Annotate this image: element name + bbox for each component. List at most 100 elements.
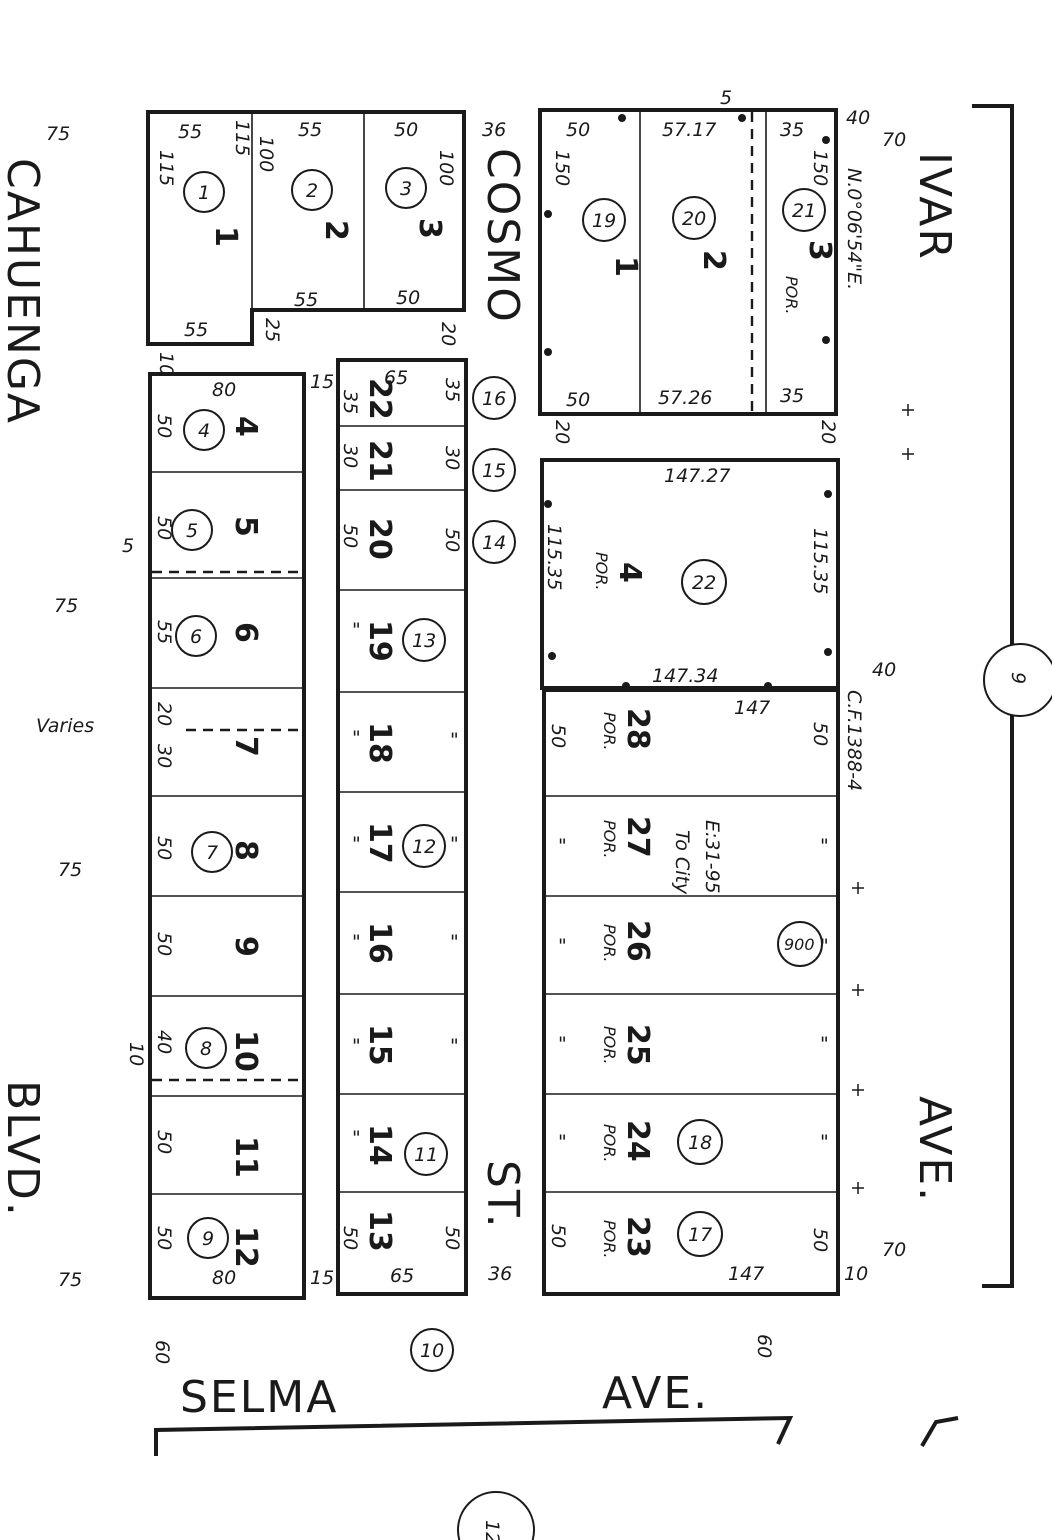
dim-label: 50 xyxy=(441,1226,463,1250)
parcel-12-circle xyxy=(402,824,446,868)
parcel-21-circle xyxy=(782,188,826,232)
lot-number: 2 xyxy=(318,220,353,241)
lot-number: 14 xyxy=(362,1124,397,1166)
dim-label: 50 xyxy=(396,287,420,309)
parcel-number: 11 xyxy=(414,1144,438,1166)
lot-number: 13 xyxy=(362,1210,397,1252)
dim-label: 57.17 xyxy=(662,119,716,141)
lot-number: 26 xyxy=(620,920,655,962)
dim-label: 55 xyxy=(153,620,175,644)
dim-label: 50 xyxy=(339,524,361,548)
map-ref-9: 9 xyxy=(1007,672,1029,684)
lot-number: 23 xyxy=(620,1216,655,1258)
width-cahuenga-top: 75 xyxy=(46,123,70,145)
parcel-number: 21 xyxy=(792,200,816,222)
ditto-mark: " xyxy=(558,1033,567,1055)
parcel-number: 8 xyxy=(200,1038,212,1060)
dim-label: 55 xyxy=(298,119,322,141)
dim-label: 50 xyxy=(153,1226,175,1250)
dim-label: 55 xyxy=(184,319,208,341)
parcel-17-circle xyxy=(677,1211,723,1257)
width-cahuenga-bottom: 75 xyxy=(58,1269,82,1291)
lot-number: 4 xyxy=(612,562,647,583)
dim-label: 57.26 xyxy=(658,387,712,409)
lot-number: 6 xyxy=(228,622,263,643)
dim-label: 25 xyxy=(261,318,283,342)
dim-label: 150 xyxy=(809,150,831,186)
parcel-3-circle xyxy=(385,167,427,209)
width-ivar-40-mid: 40 xyxy=(872,659,896,681)
ditto-mark: " xyxy=(352,727,361,749)
lot-number: 20 xyxy=(362,518,397,560)
dim-label: 20 xyxy=(437,322,459,346)
dim-label: 50 xyxy=(547,724,569,748)
street-ivar: IVAR xyxy=(909,152,960,261)
dim-label: 50 xyxy=(566,389,590,411)
dim-label: 115.35 xyxy=(543,524,565,590)
lot-number: 22 xyxy=(362,378,397,420)
bearing: N.0°06'54"E. xyxy=(843,168,865,290)
parcel-number: 10 xyxy=(420,1340,444,1362)
dim-label: 100 xyxy=(435,150,457,186)
dim-label: 10 xyxy=(125,1042,147,1066)
dim-label: 115.35 xyxy=(809,528,831,594)
lot-number: 28 xyxy=(620,708,655,750)
dim-label: 30 xyxy=(441,446,463,470)
parcel-9-circle xyxy=(187,1217,229,1259)
block-c: 16 15 14 13 12 11 10 22 21 20 19 18 17 1… xyxy=(336,358,516,1372)
dim-label: 20 xyxy=(817,420,839,444)
parcel-number: 1 xyxy=(198,182,210,204)
block-nw: 1 2 3 1 2 3 55 55 50 115 115 100 100 55 … xyxy=(146,110,466,376)
ditto-mark: " xyxy=(352,931,361,953)
por-label: POR. xyxy=(782,276,801,314)
dim-label: 50 xyxy=(153,932,175,956)
lot-number: 2 xyxy=(696,250,731,271)
parcel-number: 20 xyxy=(682,208,706,230)
width-cahuenga-varies: Varies xyxy=(36,715,94,737)
parcel-number: 2 xyxy=(306,180,318,202)
dim-label: 30 xyxy=(339,444,361,468)
lot-number: 21 xyxy=(362,440,397,482)
dim-label: 147.34 xyxy=(652,665,718,687)
dim-label: 50 xyxy=(394,119,418,141)
lot-number: 18 xyxy=(362,722,397,764)
parcel-20-circle xyxy=(672,196,716,240)
lot-number: 11 xyxy=(228,1136,263,1178)
street-cahuenga: CAHUENGA xyxy=(0,158,48,425)
ditto-mark: " xyxy=(352,619,361,641)
dim-label: 50 xyxy=(566,119,590,141)
por-label: POR. xyxy=(600,1124,619,1162)
dim-label: 115 xyxy=(231,120,253,156)
lot-number: 27 xyxy=(620,816,655,858)
parcel-19-circle xyxy=(582,198,626,242)
parcel-number: 15 xyxy=(482,460,506,482)
por-label: POR. xyxy=(600,924,619,962)
parcel-number: 19 xyxy=(592,210,616,232)
ditto-mark: " xyxy=(352,1127,361,1149)
parcel-number: 5 xyxy=(186,520,198,542)
parcel-5-circle xyxy=(171,509,213,551)
street-selma: SELMA xyxy=(180,1372,338,1423)
map-ref-12: 12 xyxy=(481,1520,503,1540)
ditto-mark: " xyxy=(352,833,361,855)
parcel-number: 16 xyxy=(482,388,506,410)
dim-label: 20 xyxy=(551,420,573,444)
ditto-mark: " xyxy=(352,1035,361,1057)
dim-label: 150 xyxy=(551,150,573,186)
lot-number: 8 xyxy=(228,840,263,861)
ditto-mark: " xyxy=(820,935,829,957)
block-ne: 19 20 21 1 2 3 POR. 50 57.17 35 5 150 15… xyxy=(538,87,839,444)
parcel-18-circle xyxy=(677,1119,723,1165)
parcel-7-circle xyxy=(191,831,233,873)
street-st: ST. xyxy=(477,1160,528,1230)
parcel-15-circle xyxy=(472,448,516,492)
dim-label: 100 xyxy=(255,136,277,172)
width-cosmo-bottom: 36 xyxy=(488,1263,512,1285)
dim-label: 147 xyxy=(734,697,770,719)
parcel-22-circle xyxy=(681,559,727,605)
dim-label: 35 xyxy=(339,390,361,414)
lot-number: 9 xyxy=(228,936,263,957)
lot-number: 7 xyxy=(228,736,263,757)
parcel-number: 7 xyxy=(206,842,218,864)
